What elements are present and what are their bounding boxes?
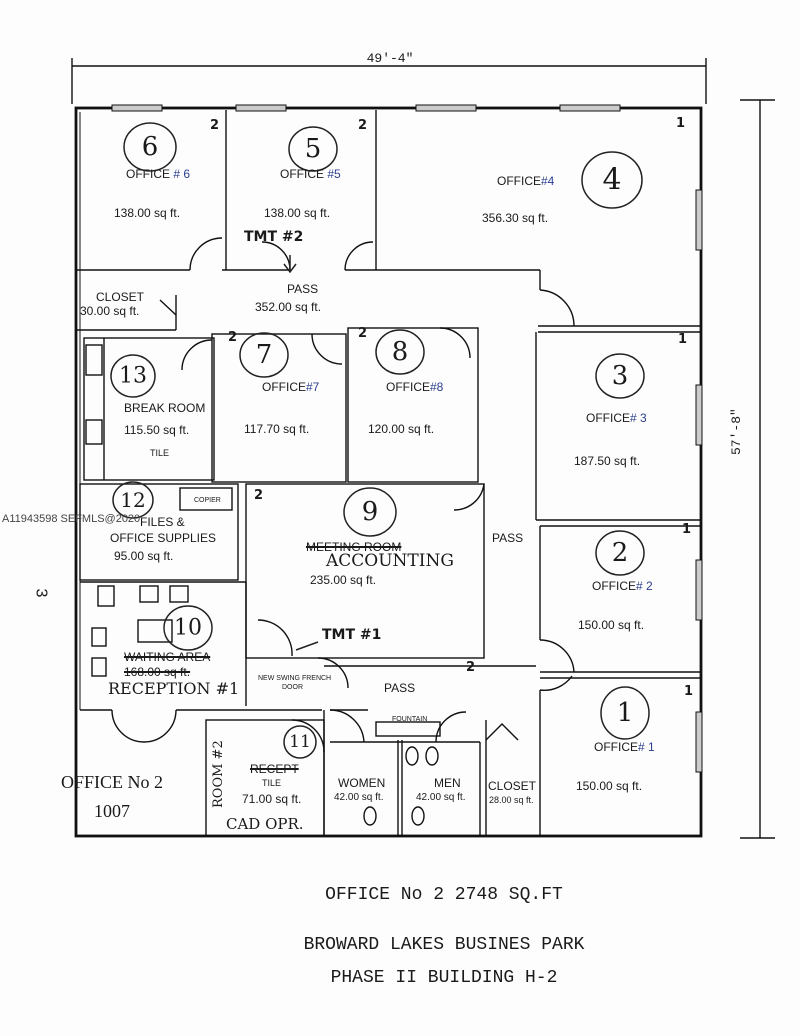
room-8-title: OFFICE#8 <box>386 380 444 394</box>
room-number-10: 10 <box>174 615 202 641</box>
files-title: FILES & <box>140 515 185 529</box>
accounting-area: 235.00 sq ft. <box>310 573 377 587</box>
watermark: A11943598 SEFMLS@2020 <box>2 513 141 525</box>
break-room-floor: TILE <box>150 448 170 458</box>
files-area: 95.00 sq ft. <box>114 549 174 563</box>
room-2-marker: 1 <box>682 522 692 537</box>
closet-top-label: CLOSET <box>96 290 145 304</box>
accounting-label: ACCOUNTING <box>326 551 454 571</box>
room-number-7: 7 <box>255 340 273 370</box>
room-5-area: 138.00 sq ft. <box>264 206 331 220</box>
recept-struck: RECEPT <box>250 762 299 776</box>
waiting-area-struck: WAITING AREA <box>124 650 211 664</box>
footer-building: PHASE II BUILDING H-2 <box>330 968 558 988</box>
break-room-area: 115.50 sq ft. <box>124 423 190 437</box>
reception-label: RECEPTION #1 <box>108 679 240 698</box>
pass-bottom-label: PASS <box>384 681 416 695</box>
room-number-4: 4 <box>602 162 622 198</box>
cad-opr-label: CAD OPR. <box>226 815 304 833</box>
women-label: WOMEN <box>338 776 386 790</box>
closet-bottom-area: 28.00 sq ft. <box>489 795 534 805</box>
room-8-area: 120.00 sq ft. <box>368 422 435 436</box>
break-room-title: BREAK ROOM <box>124 401 206 415</box>
pass-top-label: PASS <box>287 282 319 296</box>
margin-mark: 3 <box>32 588 50 598</box>
room-number-13: 13 <box>119 363 147 389</box>
room-7-marker: 2 <box>228 330 238 345</box>
room-6-area: 138.00 sq ft. <box>114 206 181 220</box>
fountain-label: FOUNTAIN <box>392 716 428 723</box>
room-1-title: OFFICE# 1 <box>594 740 655 754</box>
room-1-marker: 1 <box>684 684 694 699</box>
closet-top-area: 30.00 sq ft. <box>80 304 140 318</box>
french-door-label-2: DOOR <box>282 684 303 691</box>
copier-label: COPIER <box>194 497 221 504</box>
room-number-5: 5 <box>304 134 322 164</box>
room-1-area: 150.00 sq ft. <box>576 779 643 793</box>
room-4-title: OFFICE#4 <box>497 174 555 188</box>
tmt-2-note: TMT #2 <box>244 229 304 245</box>
room-number-8: 8 <box>391 337 409 367</box>
room-number-12: 12 <box>120 488 146 512</box>
room-3-marker: 1 <box>678 332 688 347</box>
room-number-1: 1 <box>616 698 634 728</box>
side-note-number: 1007 <box>94 801 130 821</box>
room-number-2: 2 <box>611 538 629 568</box>
room-3-area: 187.50 sq ft. <box>574 454 641 468</box>
room-2-side-note: ROOM #2 <box>211 740 226 808</box>
room-5-title: OFFICE #5 <box>280 167 341 181</box>
room-5-marker: 2 <box>358 118 368 133</box>
room-number-6: 6 <box>141 132 159 162</box>
room-8-marker: 2 <box>358 326 368 341</box>
pass-top-area: 352.00 sq ft. <box>255 300 322 314</box>
closet-bottom-label: CLOSET <box>488 779 537 793</box>
room-11-area: 71.00 sq ft. <box>242 792 302 806</box>
room-2-area: 150.00 sq ft. <box>578 618 645 632</box>
french-door-label: NEW SWING FRENCH <box>258 675 332 682</box>
room-2-title: OFFICE# 2 <box>592 579 653 593</box>
files-title-2: OFFICE SUPPLIES <box>110 531 217 545</box>
footer-park-name: BROWARD LAKES BUSINES PARK <box>303 935 585 955</box>
men-label: MEN <box>434 776 461 790</box>
pass-marker: 2 <box>466 660 476 675</box>
tmt-1-note: TMT #1 <box>322 627 382 643</box>
waiting-area-area-struck: 168.00 sq ft. <box>124 665 191 679</box>
room-6-title: OFFICE # 6 <box>126 167 191 181</box>
room-11-floor: TILE <box>262 778 282 788</box>
room-4-marker: 1 <box>676 116 686 131</box>
width-dimension: 49'-4" <box>366 51 414 66</box>
footer-office-area: OFFICE No 2 2748 SQ.FT <box>325 885 563 905</box>
room-number-9: 9 <box>361 497 379 527</box>
pass-right-label: PASS <box>492 531 524 545</box>
room-number-3: 3 <box>611 361 629 391</box>
room-7-area: 117.70 sq ft. <box>244 422 310 436</box>
height-dimension: 57'-8" <box>729 408 744 455</box>
room-3-title: OFFICE# 3 <box>586 411 647 425</box>
men-area: 42.00 sq ft. <box>416 792 466 803</box>
room-9-marker: 2 <box>254 488 264 503</box>
room-6-marker: 2 <box>210 118 220 133</box>
room-7-title: OFFICE#7 <box>262 380 320 394</box>
side-note-office: OFFICE No 2 <box>60 772 164 792</box>
room-4-area: 356.30 sq ft. <box>482 211 549 225</box>
women-area: 42.00 sq ft. <box>334 792 384 803</box>
meeting-room-struck: MEETING ROOM <box>306 540 402 554</box>
room-number-11: 11 <box>289 732 311 752</box>
